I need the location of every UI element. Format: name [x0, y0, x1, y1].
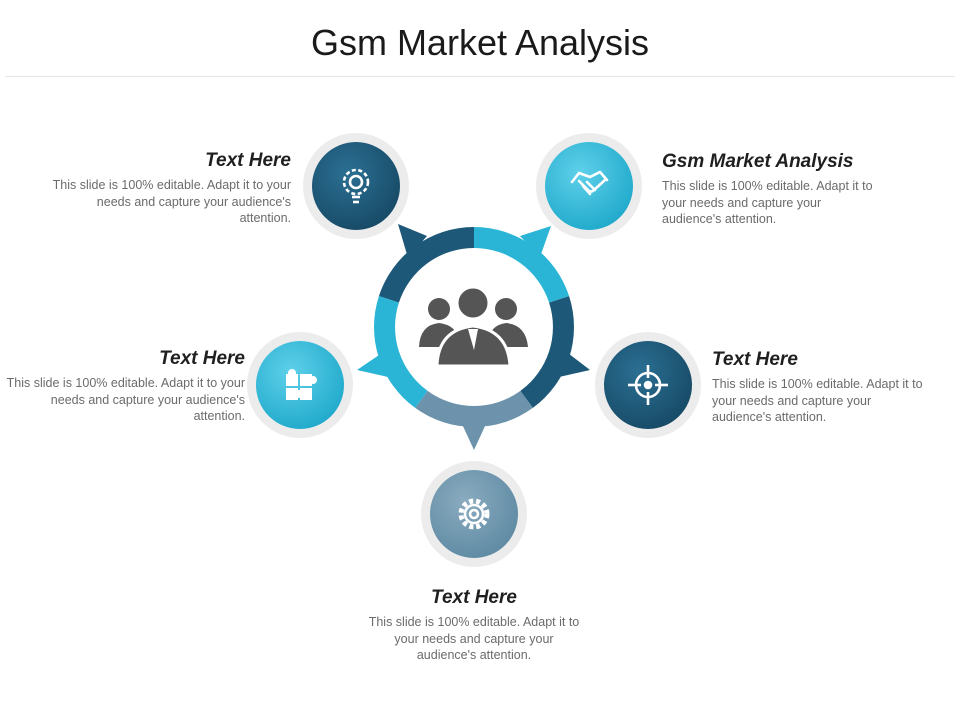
ring-segment-left	[374, 296, 428, 408]
item-body: This slide is 100% editable. Adapt it to…	[368, 615, 580, 662]
handshake-icon	[570, 170, 609, 196]
text-block-left: Text Here This slide is 100% editable. A…	[5, 347, 245, 425]
target-icon	[628, 365, 668, 405]
ring-segment-bottom	[415, 390, 533, 428]
lightbulb-gear-icon	[342, 168, 370, 204]
text-block-top-left: Text Here This slide is 100% editable. A…	[51, 149, 291, 227]
pointer-upper-left	[398, 224, 427, 258]
page-title: Gsm Market Analysis	[310, 22, 650, 63]
item-body: This slide is 100% editable. Adapt it to…	[662, 179, 873, 226]
ring-segment-top-right	[474, 227, 570, 303]
node-bottom	[421, 461, 527, 567]
node-right	[595, 332, 701, 438]
ring-segment-right	[520, 296, 574, 408]
item-heading: Text Here	[205, 150, 291, 171]
item-heading: Text Here	[159, 348, 245, 369]
gear-icon	[458, 498, 490, 530]
node-top-right	[536, 133, 642, 239]
text-block-bottom: Text Here This slide is 100% editable. A…	[354, 586, 594, 664]
center-ring	[357, 224, 590, 450]
node-left	[247, 332, 353, 438]
pointer-right	[559, 350, 590, 377]
item-heading: Gsm Market Analysis	[662, 151, 854, 172]
item-body: This slide is 100% editable. Adapt it to…	[6, 376, 245, 423]
item-heading: Text Here	[712, 349, 798, 370]
text-block-right: Text Here This slide is 100% editable. A…	[712, 348, 942, 426]
puzzle-icon	[286, 369, 317, 400]
item-heading: Text Here	[431, 587, 517, 608]
pointer-bottom	[462, 424, 486, 450]
title-divider	[5, 76, 955, 77]
ring-segment-top-left	[378, 227, 474, 303]
pointer-upper-right	[520, 226, 551, 257]
item-body: This slide is 100% editable. Adapt it to…	[52, 178, 291, 225]
team-people-icon	[419, 285, 528, 368]
pointer-left	[357, 351, 388, 377]
item-body: This slide is 100% editable. Adapt it to…	[712, 377, 923, 424]
node-top-left	[303, 133, 409, 239]
text-block-top-right: Gsm Market Analysis This slide is 100% e…	[662, 150, 894, 228]
